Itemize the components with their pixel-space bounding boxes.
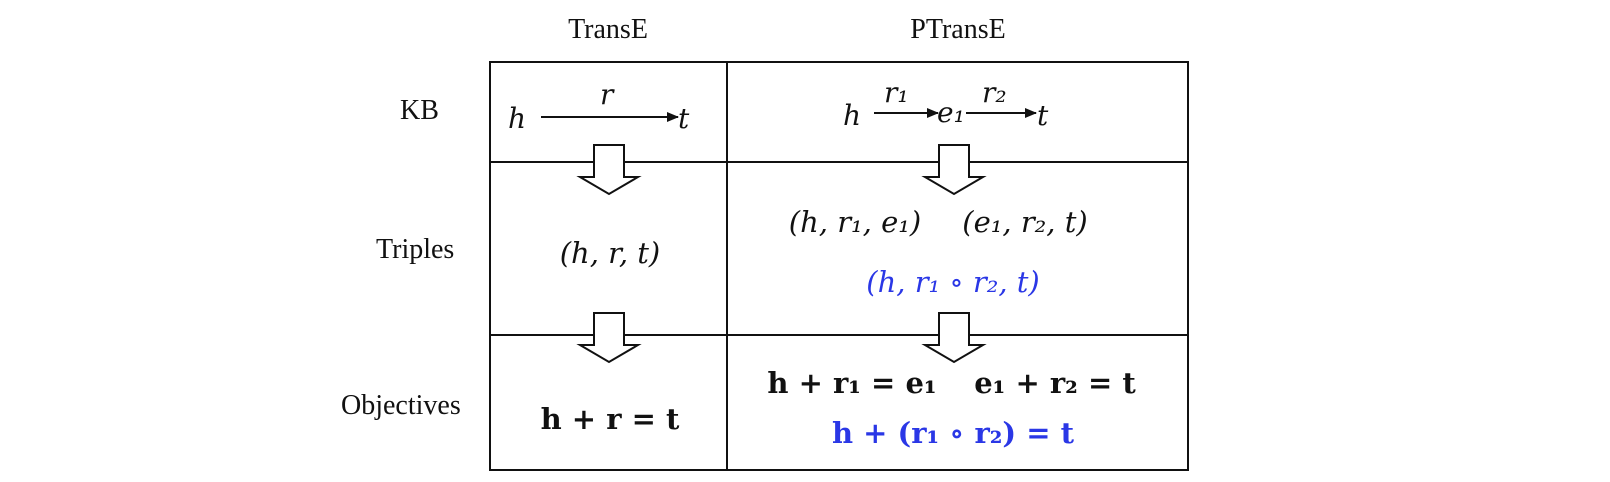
kb-ptranse-mid: e₁	[937, 96, 965, 129]
objective-ptranse-2: e₁ + r₂ = t	[974, 366, 1136, 400]
kb-transe-head: h	[508, 102, 527, 135]
block-arrow-ptranse-1	[921, 144, 987, 196]
kb-transe-tail: t	[678, 102, 690, 135]
objective-transe: h + r = t	[540, 402, 680, 436]
kb-ptranse-tail: t	[1037, 99, 1049, 132]
triple-ptranse-path: (h, r₁ ∘ r₂, t)	[866, 265, 1040, 299]
row-header-objectives: Objectives	[341, 390, 461, 421]
row-divider-2	[489, 334, 1189, 336]
kb-transe-relation: r	[600, 78, 614, 111]
objective-ptranse-1: h + r₁ = e₁	[767, 366, 937, 400]
block-arrow-transe-2	[576, 312, 642, 364]
row-header-triples: Triples	[376, 234, 455, 265]
row-header-kb: KB	[400, 95, 439, 126]
block-arrow-transe-1	[576, 144, 642, 196]
table-frame	[489, 61, 1189, 471]
column-header-ptranse: PTransE	[910, 14, 1006, 45]
column-header-transe: TransE	[568, 14, 648, 45]
triple-ptranse-1: (h, r₁, e₁)	[788, 205, 922, 239]
triple-transe: (h, r, t)	[559, 236, 661, 270]
kb-ptranse-head: h	[843, 99, 862, 132]
block-arrow-ptranse-2	[921, 312, 987, 364]
triple-ptranse-2: (e₁, r₂, t)	[962, 205, 1088, 239]
objective-ptranse-path: h + (r₁ ∘ r₂) = t	[831, 416, 1075, 450]
kb-ptranse-rel1: r₁	[884, 76, 909, 109]
kb-ptranse-rel2: r₂	[982, 76, 1007, 109]
column-divider	[726, 61, 728, 471]
row-divider-1	[489, 161, 1189, 163]
